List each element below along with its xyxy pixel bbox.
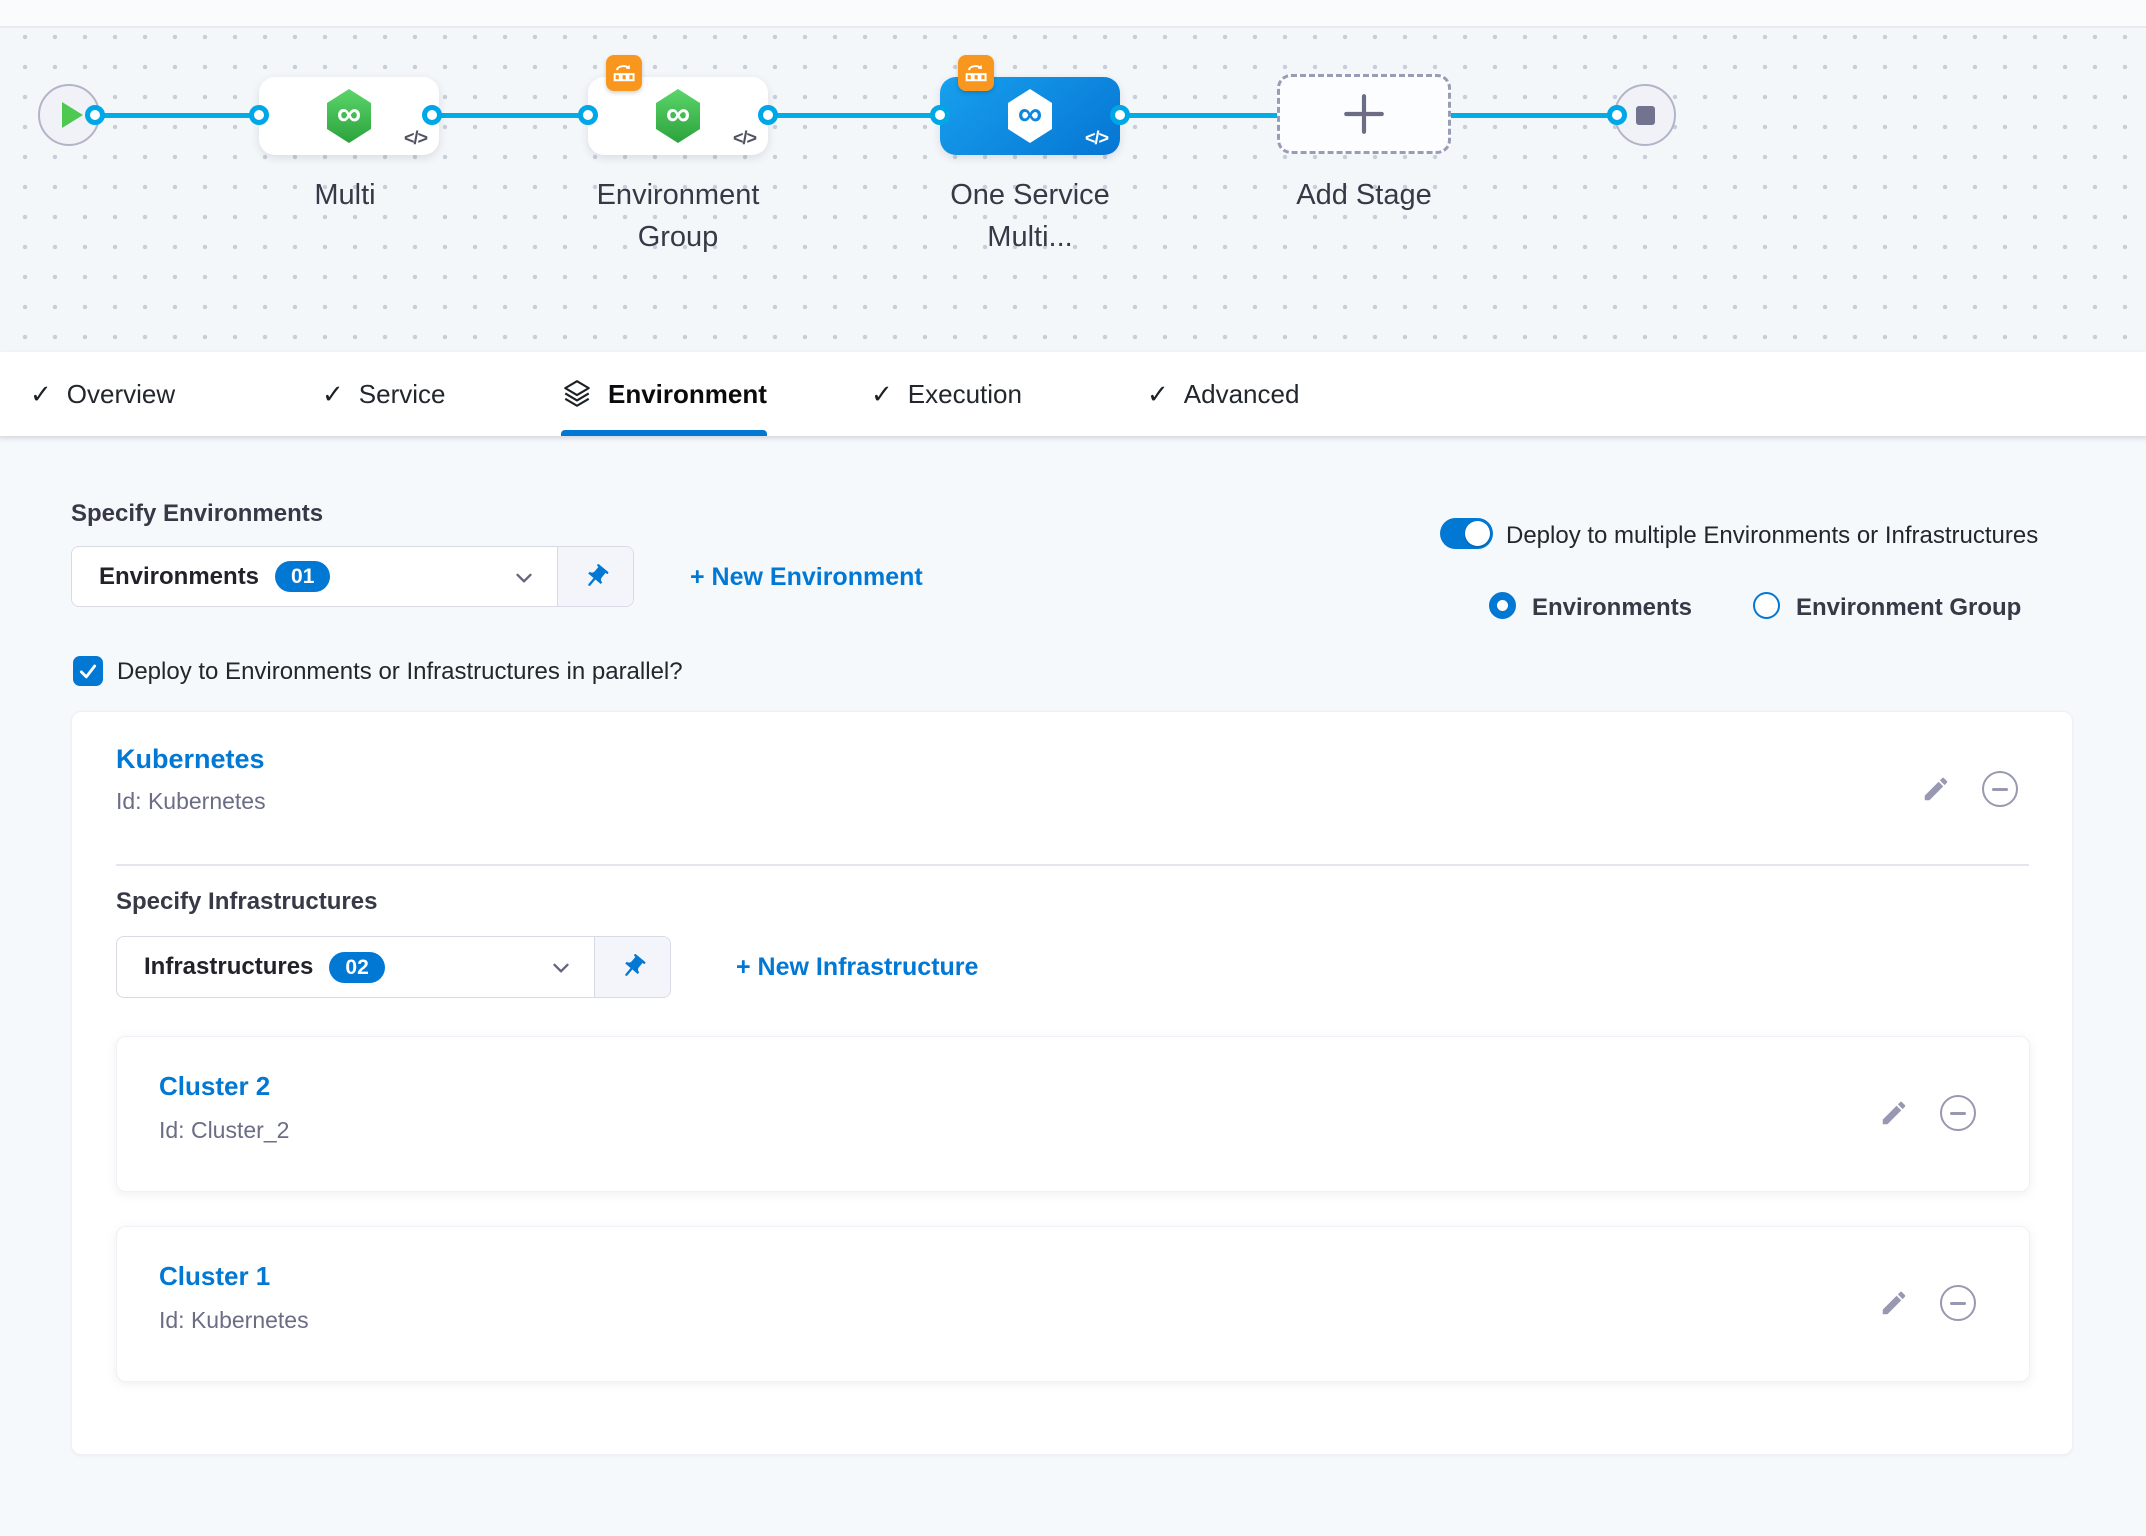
environments-count-badge: 01 xyxy=(275,561,331,592)
radio-environments[interactable] xyxy=(1489,592,1516,619)
connector-port xyxy=(85,105,105,125)
environment-id-text: Id: Kubernetes xyxy=(116,788,266,814)
infrastructures-count-badge: 02 xyxy=(329,951,385,983)
play-icon xyxy=(61,102,83,128)
check-icon: ✓ xyxy=(1147,378,1169,409)
environment-layers-icon xyxy=(564,380,590,407)
deploy-multiple-label: Deploy to multiple Environments or Infra… xyxy=(1506,522,2039,549)
add-stage-label: Add Stage xyxy=(1296,179,1432,211)
remove-environment-button[interactable] xyxy=(1982,771,2018,807)
add-stage-button[interactable] xyxy=(1277,74,1451,154)
stage-tabbar: ✓ Overview ✓ Service Environment ✓ Execu… xyxy=(0,352,2146,436)
stage-label-multi: Multi xyxy=(314,179,376,211)
canvas-top-strip xyxy=(0,0,2146,28)
remove-infrastructure-button[interactable] xyxy=(1940,1285,1976,1321)
pencil-icon xyxy=(1924,777,1948,801)
chevron-down-icon xyxy=(548,954,574,980)
infrastructure-name-link[interactable]: Cluster 2 xyxy=(159,1071,271,1101)
toggle-knob xyxy=(1465,521,1490,546)
tab-execution[interactable]: ✓ Execution xyxy=(871,378,1022,409)
code-icon: </> xyxy=(1084,128,1109,148)
edit-environment-button[interactable] xyxy=(1921,774,1951,809)
infrastructure-id-text: Id: Cluster_2 xyxy=(159,1117,290,1143)
minus-icon xyxy=(1950,1301,1966,1305)
connector-port xyxy=(249,105,269,125)
stage-label-environment-group: Environment Group xyxy=(596,179,760,253)
environment-card-kubernetes: Kubernetes Id: Kubernetes Specify Infras… xyxy=(71,711,2073,1455)
connector-port xyxy=(1110,105,1130,125)
infrastructure-name-link[interactable]: Cluster 1 xyxy=(159,1261,271,1291)
new-environment-link[interactable]: + New Environment xyxy=(690,563,923,591)
connector-port xyxy=(578,105,598,125)
minus-icon xyxy=(1950,1111,1966,1115)
stop-icon xyxy=(1635,105,1655,125)
tab-environment[interactable]: Environment xyxy=(561,352,767,436)
service-hexagon-icon: ∞ xyxy=(327,89,371,143)
check-icon: ✓ xyxy=(322,378,344,409)
pipeline-canvas[interactable]: ∞ </> Multi ∞ </> Environment Group xyxy=(0,0,2146,352)
specify-infrastructures-label: Specify Infrastructures xyxy=(116,888,378,915)
stage-label-one-service-multi: One Service Multi... xyxy=(950,179,1110,253)
connector-port xyxy=(758,105,778,125)
stage-node-environment-group[interactable]: ∞ </> xyxy=(588,55,768,155)
connector-line xyxy=(95,113,263,118)
connector-line xyxy=(1448,113,1620,118)
connector-port xyxy=(1607,105,1627,125)
check-icon: ✓ xyxy=(30,378,52,409)
edit-infrastructure-button[interactable] xyxy=(1879,1288,1909,1323)
parallel-checkbox[interactable] xyxy=(73,656,103,686)
stage-node-multi[interactable]: ∞ </> xyxy=(259,77,439,155)
connector-port xyxy=(422,105,442,125)
connector-line xyxy=(768,113,944,118)
pencil-icon xyxy=(1882,1101,1906,1125)
template-badge-icon xyxy=(958,55,994,91)
new-infrastructure-link[interactable]: + New Infrastructure xyxy=(736,953,979,981)
infrastructures-select-value-area[interactable]: Infrastructures 02 xyxy=(117,937,594,997)
service-hexagon-icon: ∞ xyxy=(1008,89,1052,143)
template-badge-icon xyxy=(606,55,642,91)
remove-infrastructure-button[interactable] xyxy=(1940,1095,1976,1131)
check-icon: ✓ xyxy=(871,378,893,409)
divider xyxy=(116,864,2029,866)
infrastructure-card-cluster-1: Cluster 1 Id: Kubernetes xyxy=(116,1226,2030,1382)
tab-service[interactable]: ✓ Service xyxy=(322,378,446,409)
environments-select-value-area[interactable]: Environments 01 xyxy=(72,547,557,606)
tab-advanced[interactable]: ✓ Advanced xyxy=(1147,378,1300,409)
minus-icon xyxy=(1992,787,2008,791)
environment-name-link[interactable]: Kubernetes xyxy=(116,744,265,774)
pin-infrastructures-button[interactable] xyxy=(594,937,670,997)
infrastructure-id-text: Id: Kubernetes xyxy=(159,1307,309,1333)
stage-node-one-service-multi[interactable]: ∞ </> xyxy=(940,55,1120,155)
connector-line xyxy=(432,113,592,118)
connector-line xyxy=(1120,113,1280,118)
radio-environments-label: Environments xyxy=(1532,594,1693,621)
tab-overview[interactable]: ✓ Overview xyxy=(30,378,176,409)
check-icon xyxy=(79,664,97,679)
pin-environments-button[interactable] xyxy=(557,547,633,606)
pushpin-icon xyxy=(624,954,645,976)
code-icon: </> xyxy=(403,128,428,148)
service-hexagon-icon: ∞ xyxy=(656,89,700,143)
infrastructure-card-cluster-2: Cluster 2 Id: Cluster_2 xyxy=(116,1036,2030,1192)
pencil-icon xyxy=(1882,1291,1906,1315)
plus-icon xyxy=(1344,94,1384,134)
deploy-multiple-toggle[interactable] xyxy=(1440,518,1493,549)
environment-tab-panel: Specify Environments Environments 01 + N… xyxy=(0,436,2146,1536)
environments-select[interactable]: Environments 01 xyxy=(71,546,634,607)
code-icon: </> xyxy=(732,128,757,148)
connector-port xyxy=(930,105,950,125)
radio-environment-group-label: Environment Group xyxy=(1796,594,2022,621)
radio-environment-group[interactable] xyxy=(1753,592,1780,619)
edit-infrastructure-button[interactable] xyxy=(1879,1098,1909,1133)
chevron-down-icon xyxy=(511,564,537,590)
infrastructures-select[interactable]: Infrastructures 02 xyxy=(116,936,671,998)
pushpin-icon xyxy=(587,563,608,586)
parallel-checkbox-label: Deploy to Environments or Infrastructure… xyxy=(117,658,683,685)
specify-environments-label: Specify Environments xyxy=(71,500,324,527)
